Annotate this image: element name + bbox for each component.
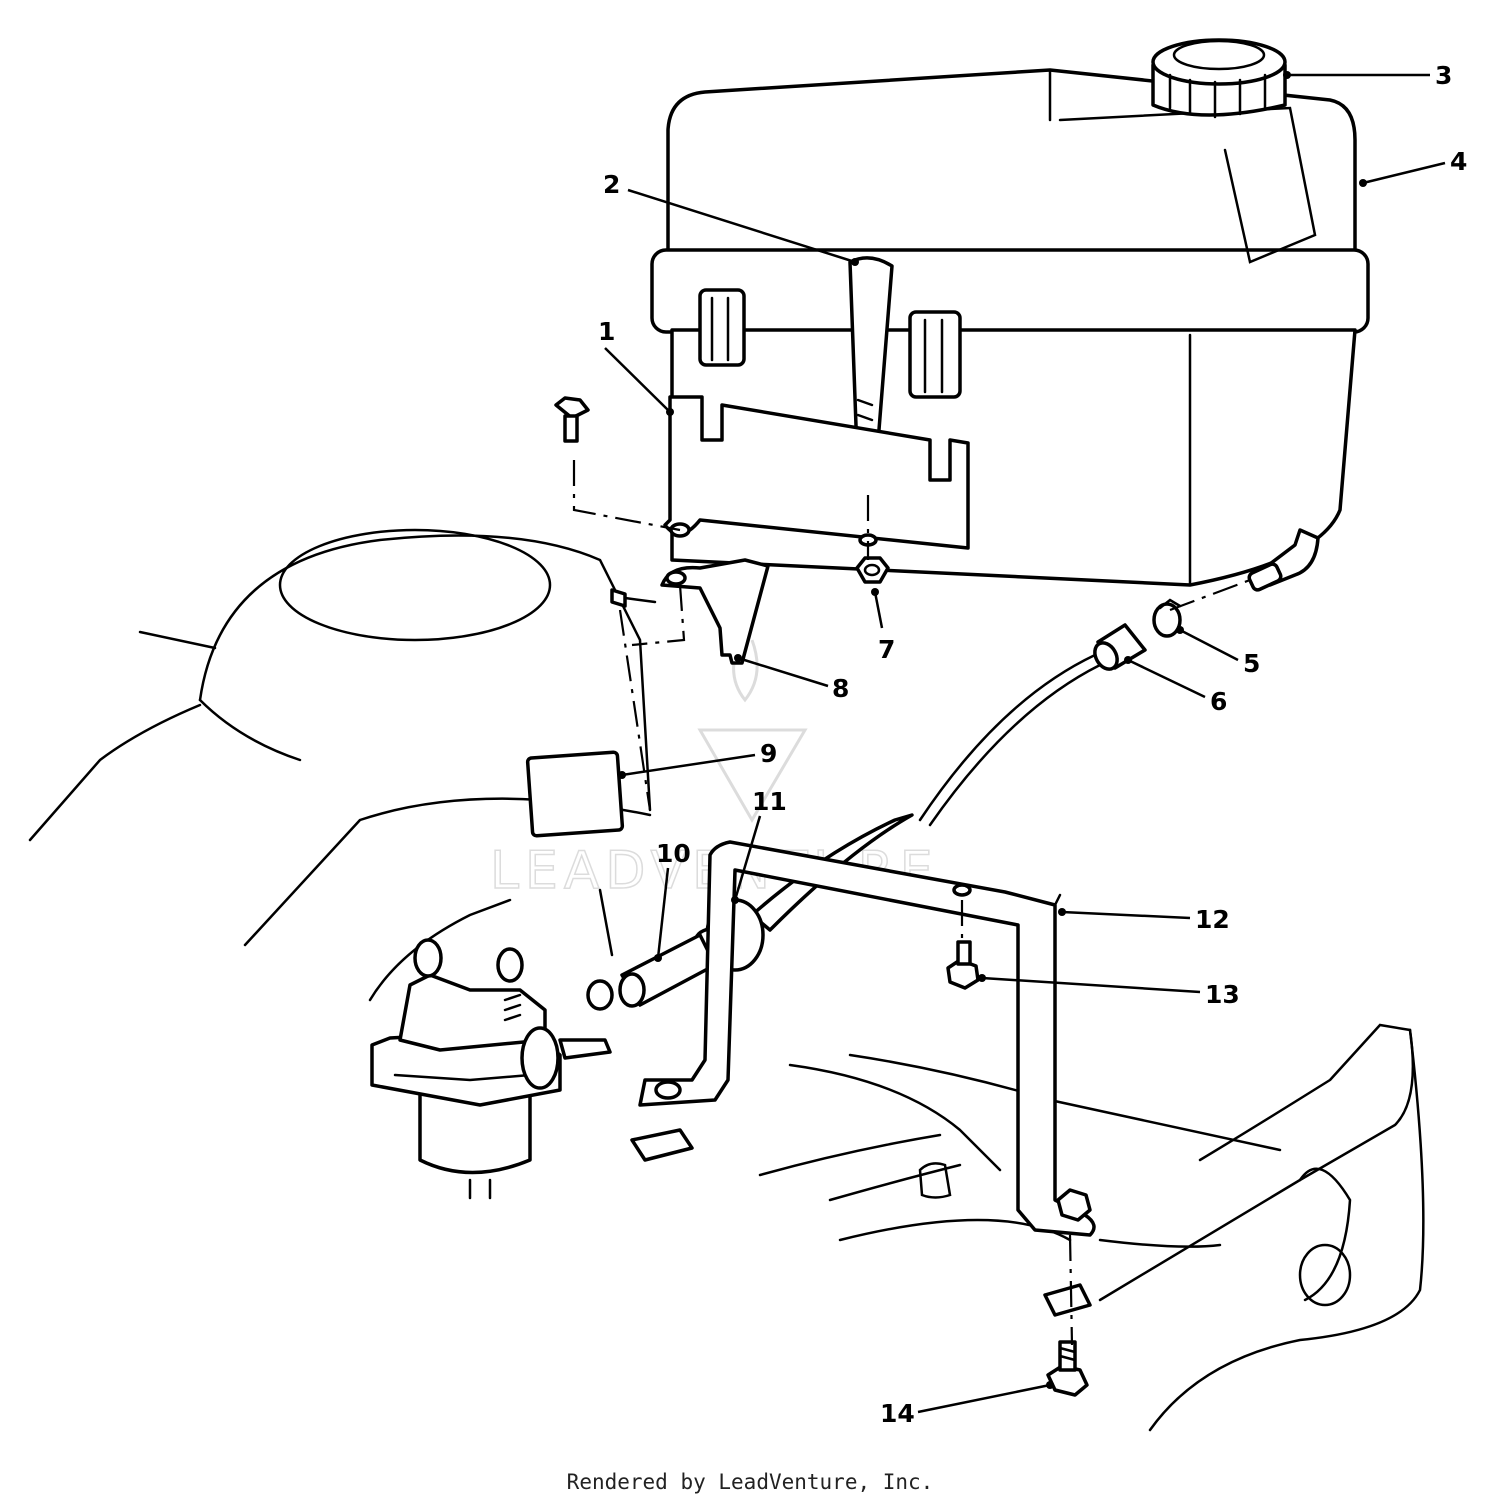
svg-text:13: 13	[1205, 980, 1240, 1009]
callout-10: 10	[654, 839, 691, 962]
mounting-bracket	[638, 840, 1096, 1237]
support-bracket	[660, 558, 770, 665]
fuel-line	[750, 653, 1102, 932]
engine-shroud	[28, 528, 652, 1002]
svg-text:1: 1	[598, 317, 615, 346]
svg-text:9: 9	[760, 739, 777, 768]
callout-14: 14	[880, 1381, 1054, 1428]
svg-text:10: 10	[656, 839, 691, 868]
callout-6: 6	[1124, 656, 1227, 716]
svg-text:8: 8	[832, 674, 849, 703]
screw-13	[946, 940, 980, 990]
svg-text:3: 3	[1435, 61, 1452, 90]
svg-text:4: 4	[1450, 147, 1467, 176]
svg-text:12: 12	[1195, 905, 1230, 934]
hex-nut-7	[855, 556, 890, 584]
callout-1: 1	[598, 317, 674, 416]
callout-13: 13	[978, 974, 1240, 1009]
callout-5: 5	[1176, 626, 1260, 678]
engine-screw	[610, 588, 657, 608]
callout-3: 3	[1283, 61, 1452, 90]
carburetor	[370, 938, 612, 1200]
assembly-lines	[572, 460, 1251, 1346]
engine-decal	[525, 750, 625, 838]
bolt-upper-left	[554, 396, 590, 443]
washer-plate-left	[630, 1128, 694, 1162]
callout-11: 11	[731, 787, 787, 904]
svg-text:14: 14	[880, 1399, 915, 1428]
svg-text:6: 6	[1210, 687, 1227, 716]
callout-4: 4	[1359, 147, 1467, 187]
hose-clamp-5	[1152, 598, 1182, 638]
svg-text:7: 7	[878, 635, 895, 664]
callout-7: 7	[871, 588, 895, 664]
callout-12: 12	[1058, 905, 1230, 934]
hex-nut-lower	[654, 1080, 1092, 1222]
fuel-hose-6	[1093, 623, 1147, 671]
svg-text:11: 11	[752, 787, 787, 816]
callout-9: 9	[618, 739, 777, 779]
bolt-14	[1046, 1340, 1089, 1397]
fuel-cap	[1151, 38, 1287, 119]
washer-plate-right	[1043, 1283, 1092, 1317]
callout-2: 2	[603, 170, 859, 266]
chassis-frame	[758, 1023, 1425, 1432]
callout-8: 8	[734, 654, 849, 703]
footer-credit: Rendered by LeadVenture, Inc.	[566, 1470, 934, 1494]
svg-text:5: 5	[1243, 649, 1260, 678]
fuel-hose-10	[586, 933, 717, 1011]
svg-text:2: 2	[603, 170, 620, 199]
